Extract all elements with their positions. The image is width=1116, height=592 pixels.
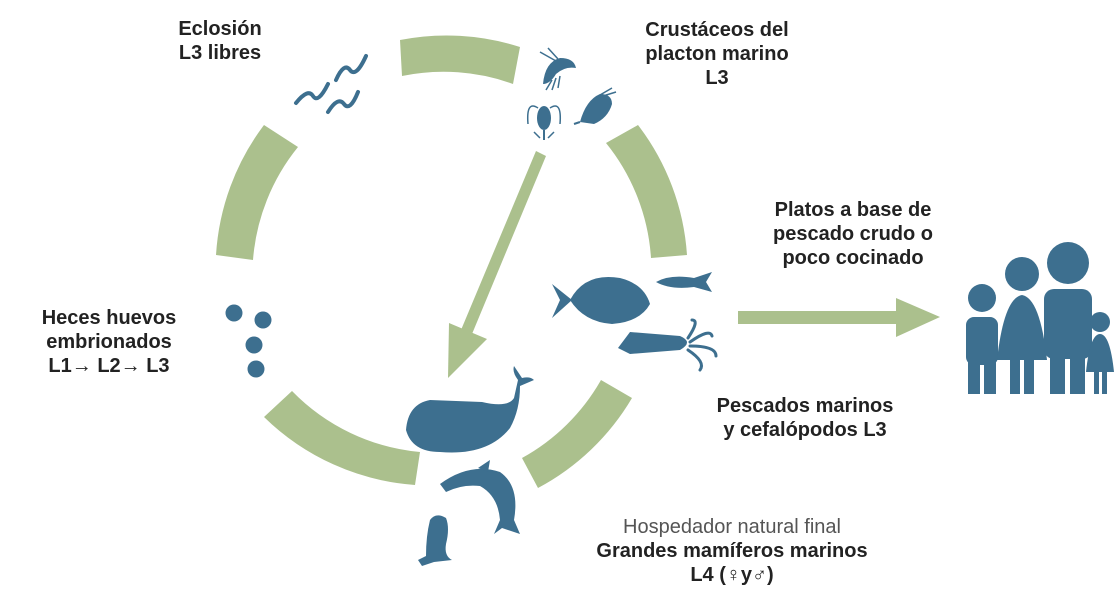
human-arrow xyxy=(738,298,940,337)
label-line: L1→ L2→ L3 xyxy=(48,355,170,377)
label-line: pescado crudo o xyxy=(772,223,934,245)
cycle-arcs xyxy=(216,35,687,488)
seal-icon xyxy=(418,515,452,566)
label-line: Eclosión xyxy=(178,18,262,40)
label-line: Crustáceos del xyxy=(645,19,789,41)
larvae-icon xyxy=(294,54,368,114)
small-fish-icon xyxy=(656,272,712,292)
squid-icon xyxy=(618,318,718,372)
label-hospedador: Hospedador natural final Grandes mamífer… xyxy=(540,515,924,587)
human-family-icon xyxy=(966,242,1114,394)
label-line: y cefalópodos L3 xyxy=(723,419,887,441)
label-line: placton marino xyxy=(645,43,789,65)
label-line: embrionados xyxy=(46,331,172,353)
label-line: L3 libres xyxy=(178,42,262,64)
label-line: Grandes mamíferos marinos xyxy=(596,540,868,562)
label-line: Hospedador natural final xyxy=(623,516,841,538)
copepod-icon xyxy=(526,105,562,140)
arc-segment-upper-right xyxy=(606,125,687,258)
fish-icon xyxy=(552,276,650,324)
diagonal-arrow xyxy=(448,151,546,378)
egg-icon xyxy=(225,304,272,378)
label-platos: Platos a base de pescado crudo o poco co… xyxy=(746,198,960,270)
label-line: Pescados marinos xyxy=(716,395,894,417)
label-crustaceos: Crustáceos del placton marino L3 xyxy=(622,18,812,90)
arc-segment-lower-right xyxy=(522,380,632,488)
label-line: L3 xyxy=(705,67,729,89)
label-pescados: Pescados marinos y cefalópodos L3 xyxy=(688,394,922,442)
label-heces: Heces huevos embrionados L1→ L2→ L3 xyxy=(16,306,202,378)
label-line: Platos a base de xyxy=(774,199,932,221)
dolphin-icon xyxy=(440,460,520,534)
arc-segment-top xyxy=(400,35,520,84)
label-line: Heces huevos xyxy=(41,307,177,329)
arc-segment-bottom-left xyxy=(264,391,420,485)
krill-icon xyxy=(539,47,576,91)
arc-segment-upper-left xyxy=(216,125,298,260)
label-line: poco cocinado xyxy=(782,247,924,269)
shrimp-icon xyxy=(573,87,617,125)
label-line: L4 (♀y♂) xyxy=(690,564,774,586)
label-eclosion: Eclosión L3 libres xyxy=(150,17,290,65)
whale-icon xyxy=(406,366,534,453)
